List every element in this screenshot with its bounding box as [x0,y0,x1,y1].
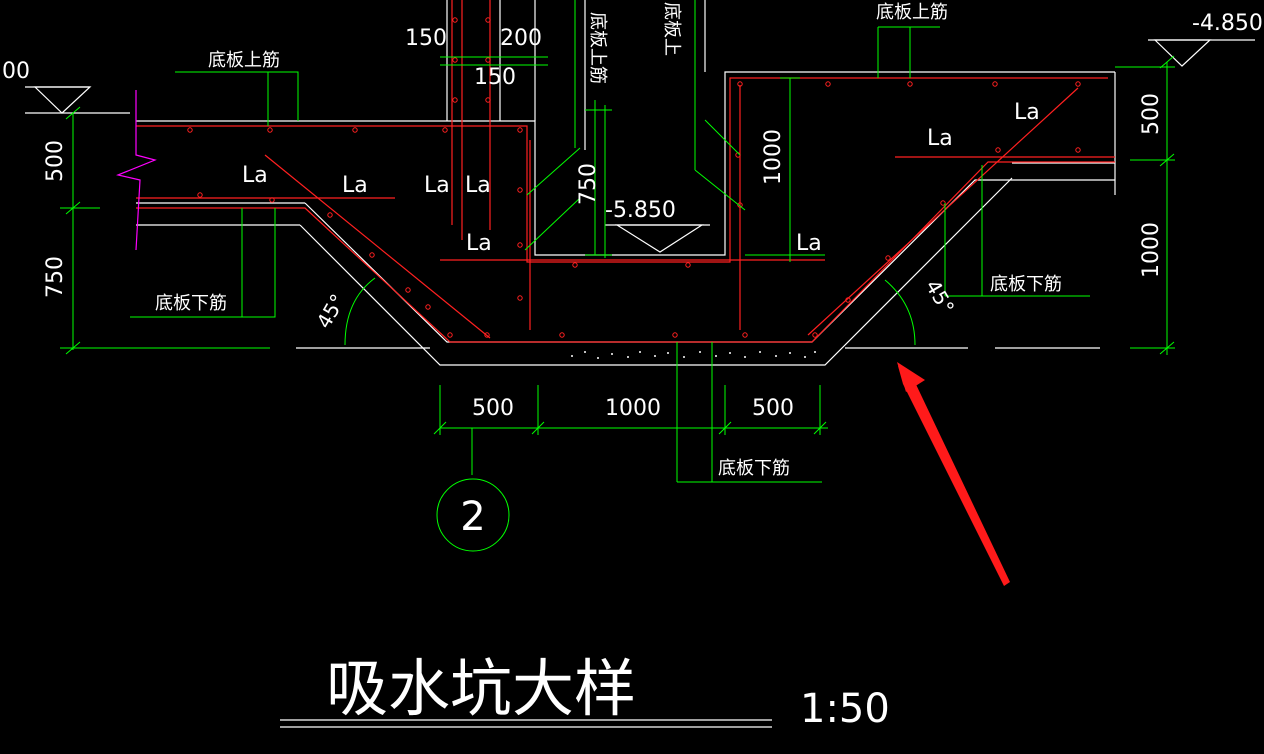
label-top-bar-right: 底板上筋 [876,2,948,23]
label-la-7: La [927,126,953,151]
rebar-lines [136,0,1115,343]
elevation-top-right: -4.850 [1192,11,1263,36]
detail-scale: 1:50 [800,686,890,732]
red-annotation-arrow [897,362,1010,586]
label-la-8: La [1014,100,1040,125]
elevation-pit-top: -5.850 [605,198,676,223]
label-la-6: La [796,231,822,256]
dim-bottom-500-left: 500 [472,396,514,421]
dim-left-750: 750 [43,256,68,298]
dim-right-1000: 1000 [1139,222,1164,278]
rebar-dots [187,17,1081,338]
label-angle-right: 45° [921,276,960,319]
label-bottom-bar-left: 底板下筋 [155,293,227,314]
dim-top-150-left: 150 [405,26,447,51]
label-la-1: La [242,163,268,188]
dim-wall-750: 750 [576,163,601,205]
label-la-4: La [465,173,491,198]
concrete-outline [25,0,1255,728]
dim-wall-1000: 1000 [761,129,786,185]
dim-bottom-500-right: 500 [752,396,794,421]
label-bottom-bar-center: 底板下筋 [718,458,790,479]
label-angle-left: 45° [312,290,351,333]
blinding-layer-hatch [571,351,816,359]
break-line [116,90,157,251]
detail-title: 吸水坑大样 [326,652,636,725]
label-la-3: La [424,173,450,198]
dim-top-150-inner: 150 [474,65,516,90]
dimension-lines [60,0,1175,552]
label-bottom-bar-right: 底板下筋 [990,274,1062,295]
label-top-bar-vertical-a: 底板上筋 [587,12,608,84]
detail-number: 2 [460,494,485,540]
elevation-left: 00 [2,59,30,84]
label-la-5: La [466,231,492,256]
label-top-bar-left: 底板上筋 [208,50,280,71]
dim-right-500: 500 [1139,93,1164,135]
label-la-2: La [342,173,368,198]
dim-left-500: 500 [43,140,68,182]
dim-top-200: 200 [500,26,542,51]
drawing-text: 00 -4.850 -5.850 150 200 150 500 750 750… [2,2,1263,732]
dim-bottom-1000: 1000 [605,396,661,421]
label-top-bar-vertical-b: 底板上 [661,2,682,56]
